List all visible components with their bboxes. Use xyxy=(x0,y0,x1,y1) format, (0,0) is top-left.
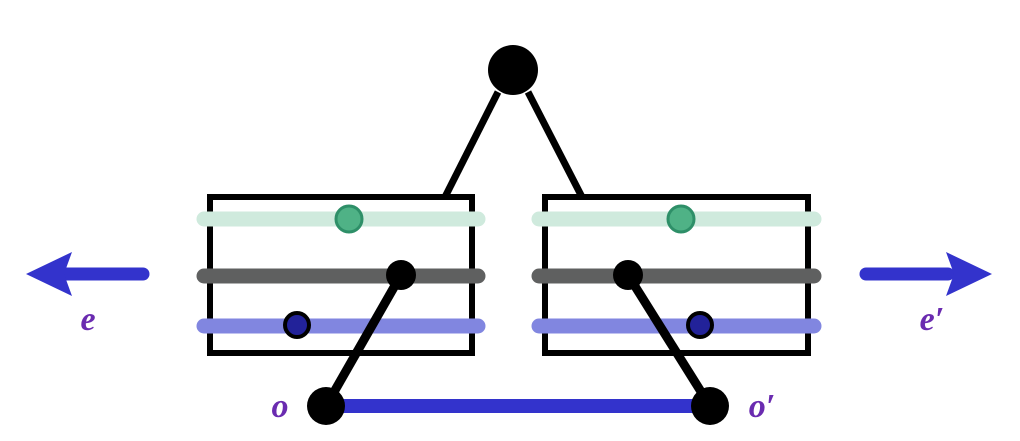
left-gray-bar-node xyxy=(386,260,416,290)
left-green-dot xyxy=(334,204,364,234)
right-arrow-head xyxy=(946,252,992,296)
right-green-dot xyxy=(666,204,696,234)
o-prime-node xyxy=(691,387,729,425)
edge-root-to-right-box xyxy=(524,90,586,199)
left-arrow xyxy=(26,252,150,296)
right-gray-bar-node xyxy=(613,260,643,290)
edge-root-to-left-box xyxy=(441,90,502,199)
right-arrow-label: e′ xyxy=(920,301,945,338)
root-node xyxy=(488,45,538,95)
right-navy-dot xyxy=(686,311,714,339)
left-arrow-label: e xyxy=(80,301,95,338)
o-node xyxy=(307,387,345,425)
left-worldline xyxy=(322,272,405,409)
left-navy-dot xyxy=(283,311,311,339)
left-arrow-head xyxy=(26,252,72,296)
o-node-label: o xyxy=(272,388,289,425)
o-prime-node-label: o′ xyxy=(749,388,776,425)
right-arrow xyxy=(859,252,992,296)
right-worldline xyxy=(624,272,714,409)
